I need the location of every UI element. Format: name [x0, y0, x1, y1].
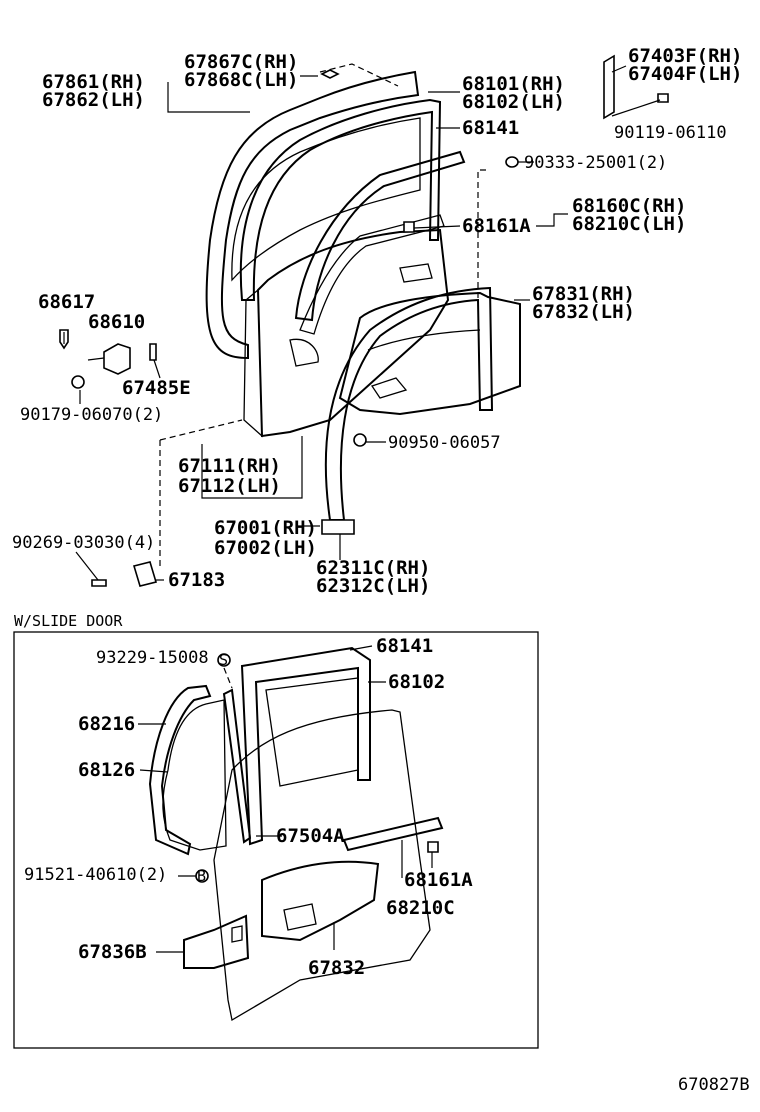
- slide-belt-moulding-68210c: [342, 816, 444, 852]
- belt-moulding-68160c: [294, 150, 466, 322]
- bolt-90119-icon: [657, 93, 669, 103]
- plug-90333-icon: [505, 156, 519, 168]
- door-hinge-68610: [103, 343, 131, 375]
- clip-68161a-icon: [403, 221, 415, 233]
- label-68161a: 68161A: [462, 215, 531, 237]
- trim-arm-rest: [367, 329, 481, 351]
- slide-door-section-frame: [13, 631, 539, 1049]
- door-check-67183: [132, 561, 158, 587]
- door-trim-67831: [338, 291, 521, 416]
- door-panel-67001: [256, 228, 450, 438]
- label-67868c: 67868C(LH): [184, 69, 298, 91]
- screw-93229-mark: S: [219, 651, 228, 669]
- label-68141: 68141: [462, 117, 519, 139]
- door-opening-1: [289, 338, 319, 367]
- door-inner-edge: [243, 288, 263, 438]
- nut-90179-icon: [71, 375, 85, 389]
- pad-67836b: [183, 914, 250, 969]
- screw-93229-icon: [217, 653, 231, 667]
- label-62311c: 62311C(RH): [316, 557, 430, 579]
- door-weatherstrip-67861: [205, 70, 420, 360]
- slide-door-panel: [213, 709, 431, 1022]
- slide-glass-68102: [265, 677, 359, 787]
- label-68126: 68126: [78, 759, 135, 781]
- clip-icon: [320, 69, 340, 79]
- bumper-67485e-icon: [149, 343, 157, 361]
- slide-labels: 93229-15008 68141 68102 68216 68126 6750…: [24, 635, 473, 979]
- label-90119: 90119-06110: [614, 123, 727, 143]
- weatherstrip-68216: [148, 684, 212, 856]
- door-opening-2: [399, 263, 433, 283]
- label-68216: 68216: [78, 713, 135, 735]
- label-67861: 67861(RH): [42, 71, 145, 93]
- label-slide-68210c: 68210C: [386, 897, 455, 919]
- label-67485e: 67485E: [122, 377, 191, 399]
- label-67183: 67183: [168, 569, 225, 591]
- slide-trim-67832: [261, 860, 380, 942]
- glass-run-68141: [239, 98, 442, 301]
- label-68610: 68610: [88, 311, 145, 333]
- inner-channel: [299, 214, 445, 335]
- top-labels: 67867C(RH) 67868C(LH) 67861(RH) 67862(LH…: [12, 45, 742, 597]
- slide-clip-68161a-icon: [427, 841, 439, 853]
- division-bar-67504a: [222, 688, 252, 844]
- glass-run-62311c: [324, 286, 494, 521]
- slide-leader-lines: [138, 645, 433, 953]
- hinge-pin: [87, 357, 105, 361]
- quarter-glass-68126: [162, 699, 227, 851]
- label-67111: 67111(RH): [178, 455, 281, 477]
- label-67002: 67002(LH): [214, 537, 317, 559]
- label-90179: 90179-06070(2): [20, 405, 163, 425]
- label-90333: 90333-25001(2): [524, 153, 667, 173]
- label-93229: 93229-15008: [96, 648, 209, 668]
- label-90269: 90269-03030(4): [12, 533, 155, 553]
- label-67403f: 67403F(RH): [628, 45, 742, 67]
- pad-opening: [231, 925, 243, 943]
- label-67404f: 67404F(LH): [628, 63, 742, 85]
- label-91521: 91521-40610(2): [24, 865, 167, 885]
- label-68160c: 68160C(RH): [572, 195, 686, 217]
- label-68210c: 68210C(LH): [572, 213, 686, 235]
- label-67112: 67112(LH): [178, 475, 281, 497]
- label-67001: 67001(RH): [214, 517, 317, 539]
- label-slide-68102: 68102: [388, 671, 445, 693]
- label-67862: 67862(LH): [42, 89, 145, 111]
- slide-door-section-title: W/SLIDE DOOR: [14, 612, 123, 630]
- hole-plug-90950-icon: [353, 433, 367, 447]
- label-67832: 67832(LH): [532, 301, 635, 323]
- label-slide-67832: 67832: [308, 957, 365, 979]
- door-glass-68101: [231, 117, 421, 282]
- label-90950: 90950-06057: [388, 433, 501, 453]
- figure-code: 670827B: [678, 1075, 750, 1095]
- label-slide-68141: 68141: [376, 635, 433, 657]
- seal-67867c: [319, 63, 399, 87]
- slide-trim-pocket: [283, 903, 317, 931]
- label-68102: 68102(LH): [462, 91, 565, 113]
- clip-91521-mark: B: [197, 867, 206, 885]
- label-slide-68161a: 68161A: [404, 869, 473, 891]
- top-leader-lines: [63, 65, 661, 581]
- label-67831: 67831(RH): [532, 283, 635, 305]
- label-67504a: 67504A: [276, 825, 345, 847]
- glass-run-lower-clip: [321, 519, 355, 535]
- slide-door-assembly-drawing: S B: [148, 646, 444, 1022]
- label-68101: 68101(RH): [462, 73, 565, 95]
- label-67867c: 67867C(RH): [184, 51, 298, 73]
- label-68617: 68617: [38, 291, 95, 313]
- screw-90269-icon: [91, 579, 107, 587]
- trim-pocket: [370, 377, 408, 399]
- mirror-bracket-67403f: [603, 54, 615, 120]
- label-67836b: 67836B: [78, 941, 147, 963]
- label-62312c: 62312C(LH): [316, 575, 430, 597]
